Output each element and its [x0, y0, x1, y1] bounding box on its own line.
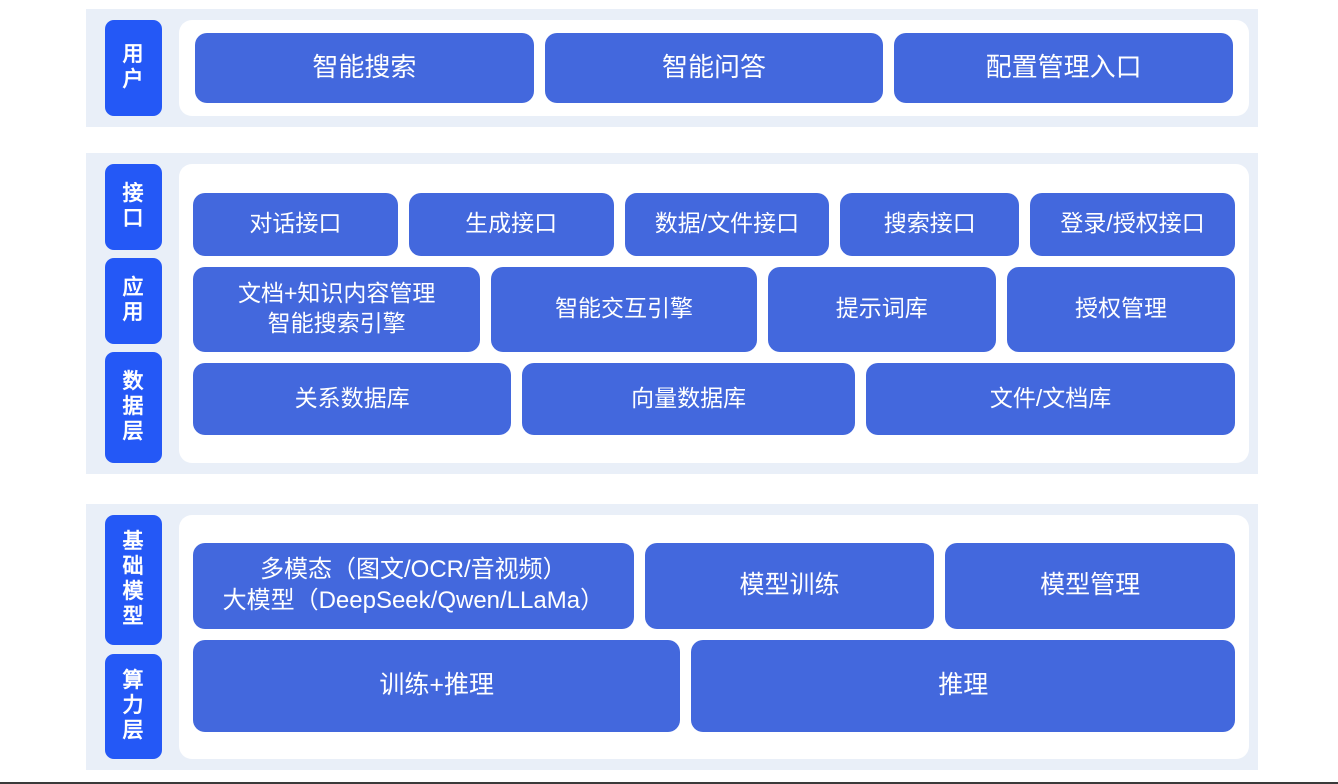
band-middle: 接口 应用 数据层 对话接口 生成接口 数据/文件接口 搜索接口 登录/授权接口… — [86, 153, 1258, 474]
box-training-and-inference[interactable]: 训练+推理 — [193, 639, 681, 732]
box-authorization-management[interactable]: 授权管理 — [1006, 266, 1236, 352]
row-user-entries: 智能搜索 智能问答 配置管理入口 — [195, 33, 1234, 103]
box-search-interface[interactable]: 搜索接口 — [840, 192, 1020, 256]
box-dialogue-interface[interactable]: 对话接口 — [193, 192, 398, 256]
row-application: 文档+知识内容管理 智能搜索引擎 智能交互引擎 提示词库 授权管理 — [193, 266, 1236, 352]
row-interface: 对话接口 生成接口 数据/文件接口 搜索接口 登录/授权接口 — [193, 192, 1235, 256]
tier-label-application: 应用 — [105, 258, 162, 345]
box-intelligent-search[interactable]: 智能搜索 — [195, 33, 534, 103]
box-document-knowledge-and-search-engine[interactable]: 文档+知识内容管理 智能搜索引擎 — [193, 266, 481, 352]
box-generation-interface[interactable]: 生成接口 — [408, 192, 614, 256]
box-data-file-interface[interactable]: 数据/文件接口 — [624, 192, 830, 256]
tier-label-column-base: 基础模型 算力层 — [105, 515, 162, 760]
box-file-document-repository[interactable]: 文件/文档库 — [866, 362, 1235, 435]
box-relational-database[interactable]: 关系数据库 — [193, 362, 512, 435]
tier-label-base-model: 基础模型 — [105, 515, 162, 645]
box-prompt-library[interactable]: 提示词库 — [767, 266, 996, 352]
box-multimodal-large-model[interactable]: 多模态（图文/OCR/音视频） 大模型（DeepSeek/Qwen/LLaMa） — [193, 542, 634, 629]
tier-label-compute: 算力层 — [105, 653, 162, 760]
tier-label-interface: 接口 — [105, 164, 162, 251]
box-intelligent-interaction-engine[interactable]: 智能交互引擎 — [491, 266, 757, 352]
row-data: 关系数据库 向量数据库 文件/文档库 — [193, 362, 1235, 435]
row-compute: 训练+推理 推理 — [193, 639, 1235, 732]
card-user: 智能搜索 智能问答 配置管理入口 — [179, 20, 1249, 116]
row-base-model: 多模态（图文/OCR/音视频） 大模型（DeepSeek/Qwen/LLaMa）… — [193, 542, 1235, 629]
tier-label-column-middle: 接口 应用 数据层 — [105, 164, 162, 463]
tier-label-data: 数据层 — [105, 352, 162, 463]
box-config-management-entry[interactable]: 配置管理入口 — [894, 33, 1234, 103]
tier-label-column-user: 用户 — [105, 20, 162, 116]
tier-label-user: 用户 — [105, 20, 162, 116]
band-user: 用户 智能搜索 智能问答 配置管理入口 — [86, 9, 1258, 127]
card-middle: 对话接口 生成接口 数据/文件接口 搜索接口 登录/授权接口 文档+知识内容管理… — [179, 164, 1249, 463]
box-model-management[interactable]: 模型管理 — [945, 542, 1235, 629]
band-base: 基础模型 算力层 多模态（图文/OCR/音视频） 大模型（DeepSeek/Qw… — [86, 504, 1258, 770]
bottom-rule — [0, 782, 1338, 784]
box-vector-database[interactable]: 向量数据库 — [522, 362, 856, 435]
box-model-training[interactable]: 模型训练 — [644, 542, 935, 629]
box-login-auth-interface[interactable]: 登录/授权接口 — [1030, 192, 1235, 256]
box-intelligent-qa[interactable]: 智能问答 — [544, 33, 884, 103]
box-inference[interactable]: 推理 — [691, 639, 1235, 732]
card-base: 多模态（图文/OCR/音视频） 大模型（DeepSeek/Qwen/LLaMa）… — [179, 515, 1249, 759]
